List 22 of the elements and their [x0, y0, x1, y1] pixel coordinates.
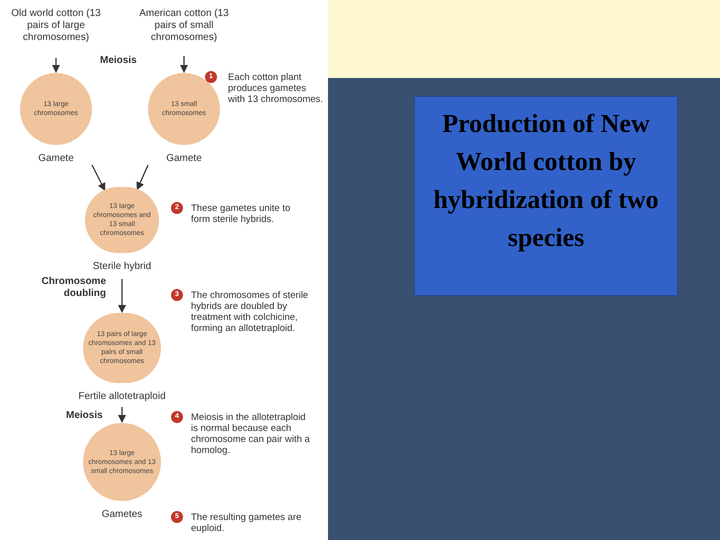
stage-caption: Fertile allotetraploid [78, 391, 166, 403]
title: Production of New World cotton by hybridization of two species [432, 108, 660, 254]
species-label: Old world cotton (13 pairs of large chromosomes) [10, 8, 102, 44]
step-note: The resulting gametes are euploid. [191, 512, 302, 534]
step-note: The chromosomes of sterile hybrids are doubled by treatment with colchicine, forming an allotetraploid. [191, 290, 310, 334]
arrow [118, 279, 126, 313]
stage-caption: Gamete [38, 153, 74, 165]
arrow [91, 164, 106, 192]
stage-caption: Gametes [102, 509, 142, 521]
step-note: Each cotton plant produces gametes with 13 chromosomes. [228, 72, 324, 105]
arrow [136, 164, 149, 190]
stage-caption: Gamete [166, 153, 202, 165]
step-note: These gametes unite to form sterile hybrids. [191, 203, 292, 225]
process-label: Meiosis [100, 55, 138, 67]
process-label: Chromosome doubling [40, 276, 106, 300]
arrow [180, 56, 188, 73]
arrow [118, 407, 126, 423]
species-label: American cotton (13 pairs of small chromosomes) [138, 8, 230, 44]
arrow [52, 58, 60, 73]
step-note: Meiosis in the allotetraploid is normal because each chromosome can pair with a homolog. [191, 412, 311, 456]
stage-caption: Sterile hybrid [92, 261, 152, 273]
process-label: Meiosis [66, 410, 104, 422]
